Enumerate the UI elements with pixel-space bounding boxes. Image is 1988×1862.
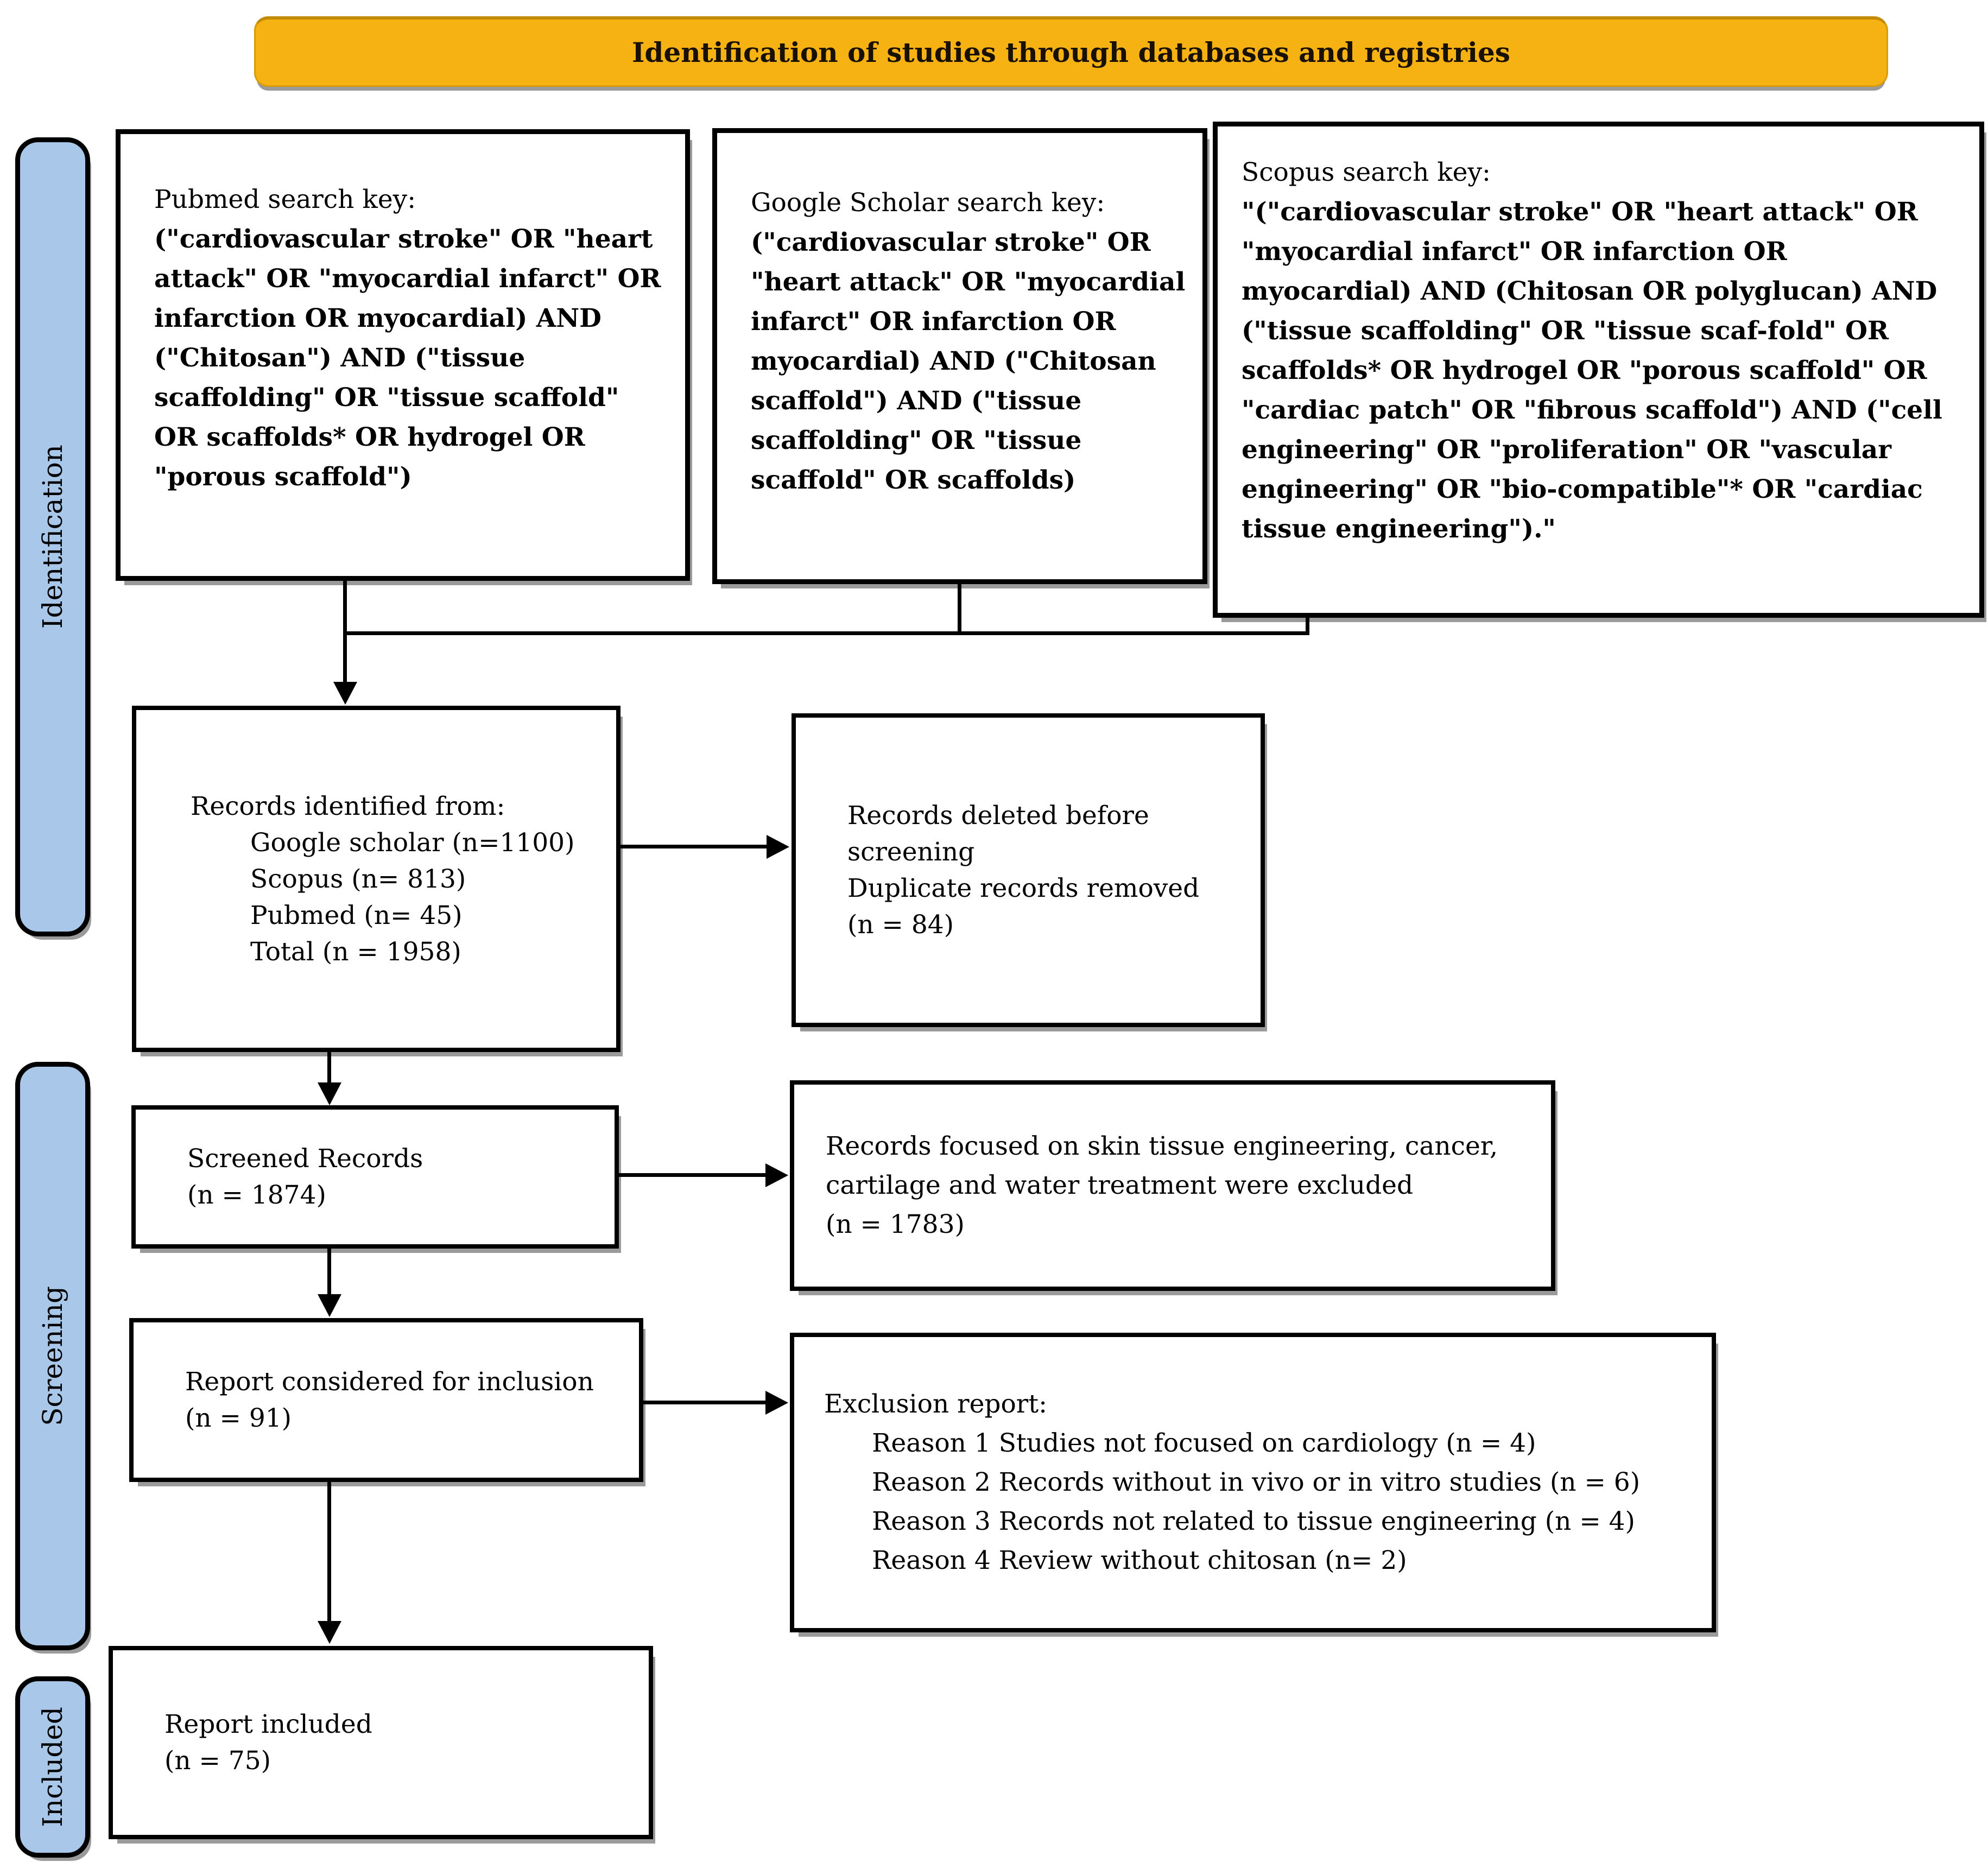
records-deleted-count: (n = 84) bbox=[847, 910, 954, 940]
connector-to-considered bbox=[327, 1249, 331, 1295]
banner-title: Identification of studies through databa… bbox=[632, 36, 1510, 68]
records-identified-item: Total (n = 1958) bbox=[250, 936, 461, 967]
screening-excluded-text: Records focused on skin tissue engineeri… bbox=[826, 1131, 1498, 1200]
report-included-count: (n = 75) bbox=[164, 1746, 271, 1776]
connector-scopus-down bbox=[1306, 618, 1309, 635]
google-scholar-search-box: Google Scholar search key: ("cardiovascu… bbox=[712, 128, 1207, 584]
screened-records-count: (n = 1874) bbox=[187, 1180, 326, 1210]
arrowhead-to-screening-excluded bbox=[765, 1163, 788, 1187]
report-included-line: Report included bbox=[164, 1709, 372, 1739]
stage-screening: Screening bbox=[15, 1062, 90, 1650]
connector-to-screened bbox=[327, 1052, 331, 1084]
stage-included: Included bbox=[15, 1676, 90, 1858]
connector-to-included bbox=[327, 1482, 331, 1622]
exclusion-report-box: Exclusion report: Reason 1 Studies not f… bbox=[790, 1333, 1716, 1632]
screened-records-box: Screened Records (n = 1874) bbox=[131, 1105, 619, 1249]
records-identified-box: Records identified from: Google scholar … bbox=[132, 706, 621, 1052]
pubmed-search-box: Pubmed search key: ("cardiovascular stro… bbox=[116, 129, 690, 581]
scopus-search-query: "("cardiovascular stroke" OR "heart atta… bbox=[1242, 197, 1942, 544]
screening-excluded-count: (n = 1783) bbox=[826, 1209, 965, 1239]
records-deleted-line: Duplicate records removed bbox=[847, 873, 1200, 903]
connector-horizontal-merge bbox=[343, 631, 1309, 635]
report-included-box: Report included (n = 75) bbox=[109, 1646, 653, 1839]
arrowhead-to-screened bbox=[318, 1082, 341, 1105]
records-deleted-line: Records deleted before screening bbox=[847, 801, 1149, 867]
report-considered-line: Report considered for inclusion bbox=[185, 1367, 594, 1397]
scopus-search-title: Scopus search key: bbox=[1242, 157, 1491, 187]
arrowhead-to-exclusion-report bbox=[765, 1391, 788, 1415]
pubmed-search-title: Pubmed search key: bbox=[154, 185, 416, 214]
records-deleted-box: Records deleted before screening Duplica… bbox=[792, 713, 1265, 1027]
exclusion-reason: Reason 3 Records not related to tissue e… bbox=[872, 1506, 1635, 1536]
exclusion-reason: Reason 1 Studies not focused on cardiolo… bbox=[872, 1428, 1536, 1458]
stage-screening-label: Screening bbox=[37, 1286, 68, 1426]
records-identified-item: Google scholar (n=1100) bbox=[250, 827, 575, 858]
records-identified-item: Scopus (n= 813) bbox=[250, 864, 466, 894]
google-scholar-search-title: Google Scholar search key: bbox=[751, 188, 1105, 218]
screened-records-line: Screened Records bbox=[187, 1144, 423, 1174]
connector-to-exclusion-report bbox=[643, 1401, 767, 1404]
arrowhead-to-included bbox=[318, 1621, 341, 1644]
stage-identification-label: Identification bbox=[37, 445, 68, 629]
pubmed-search-query: ("cardiovascular stroke" OR "heart attac… bbox=[154, 224, 661, 492]
report-considered-box: Report considered for inclusion (n = 91) bbox=[129, 1318, 643, 1482]
banner: Identification of studies through databa… bbox=[254, 16, 1888, 87]
connector-to-screening-excluded bbox=[619, 1173, 767, 1177]
arrowhead-to-records-deleted bbox=[767, 835, 789, 859]
stage-identification: Identification bbox=[15, 137, 90, 936]
records-identified-intro: Records identified from: bbox=[191, 791, 505, 821]
exclusion-reason: Reason 4 Review without chitosan (n= 2) bbox=[872, 1546, 1407, 1575]
stage-included-label: Included bbox=[37, 1707, 68, 1827]
exclusion-reason: Reason 2 Records without in vivo or in v… bbox=[872, 1467, 1641, 1497]
arrowhead-to-considered bbox=[318, 1294, 341, 1317]
records-identified-item: Pubmed (n= 45) bbox=[250, 900, 463, 930]
google-scholar-search-query: ("cardiovascular stroke" OR "heart attac… bbox=[751, 227, 1186, 495]
exclusion-report-title: Exclusion report: bbox=[824, 1389, 1047, 1419]
report-considered-count: (n = 91) bbox=[185, 1403, 292, 1433]
scopus-search-box: Scopus search key: "("cardiovascular str… bbox=[1213, 122, 1984, 618]
arrowhead-to-records-identified bbox=[333, 682, 357, 705]
connector-to-records-deleted bbox=[621, 845, 768, 848]
connector-google-down bbox=[958, 584, 961, 635]
screening-excluded-box: Records focused on skin tissue engineeri… bbox=[790, 1080, 1555, 1291]
